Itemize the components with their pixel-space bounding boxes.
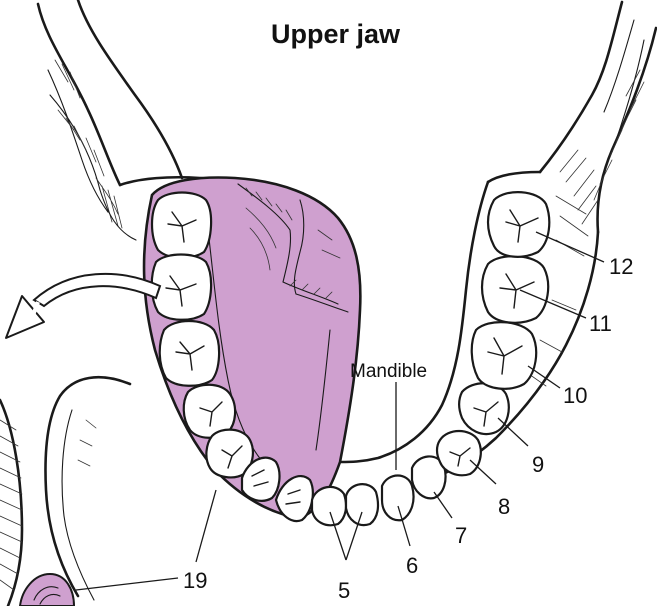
leader-19b: [76, 578, 178, 590]
diagram-title: Upper jaw: [271, 19, 401, 49]
label-19: 19: [183, 568, 207, 593]
rotation-arrow: [6, 274, 160, 338]
label-5: 5: [338, 578, 350, 603]
left-incisor-central: [312, 487, 346, 525]
label-8: 8: [498, 494, 510, 519]
lower-highlight: [20, 574, 74, 606]
right-teeth: [346, 192, 549, 525]
right-premolar-1: [437, 431, 481, 475]
label-7: 7: [455, 523, 467, 548]
label-9: 9: [532, 452, 544, 477]
right-incisor-lateral: [382, 476, 414, 521]
leader-12: [536, 232, 604, 262]
label-12: 12: [609, 254, 633, 279]
leader-7: [434, 492, 452, 518]
label-11: 11: [589, 311, 612, 336]
right-incisor-central: [346, 484, 378, 525]
label-mandible: Mandible: [350, 361, 427, 382]
label-10: 10: [563, 383, 587, 408]
label-6: 6: [406, 553, 418, 578]
leader-19a: [196, 490, 216, 562]
lower-left-structures: [0, 377, 130, 606]
